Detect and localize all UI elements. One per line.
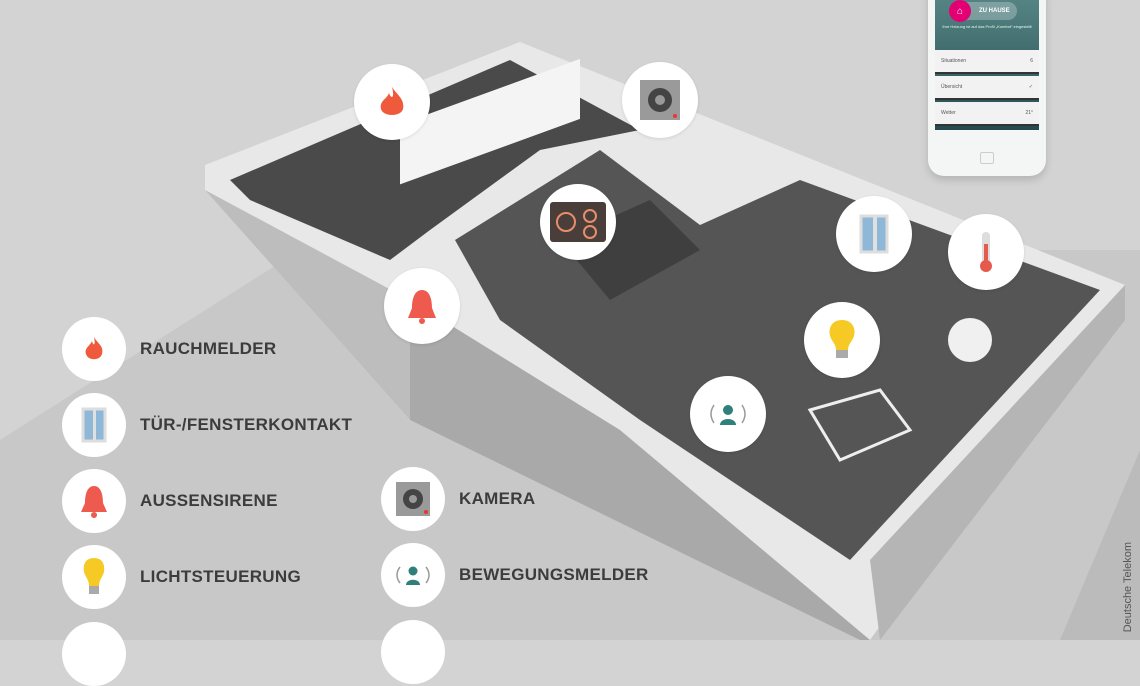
camera-icon — [640, 80, 680, 120]
legend-fensterkontakt: TÜR-/FENSTERKONTAKT — [62, 393, 352, 457]
window-contact-device[interactable] — [836, 196, 912, 272]
window-icon — [859, 214, 889, 254]
smartphone: ⌂ZU HAUSE Ihre Heizung ist auf das Profi… — [928, 0, 1046, 176]
flame-icon — [85, 337, 103, 360]
motion-sensor-device[interactable] — [690, 376, 766, 452]
window-icon — [81, 407, 107, 443]
status-message: Ihre Heizung ist auf das Profil „Komfort… — [942, 24, 1032, 29]
legend-partial-2 — [381, 620, 445, 684]
stove-device[interactable] — [540, 184, 616, 260]
bell-icon — [408, 290, 436, 324]
siren-device[interactable] — [384, 268, 460, 344]
phone-home-button — [980, 152, 994, 164]
thermometer-device[interactable] — [948, 214, 1024, 290]
row-uebersicht[interactable]: Übersicht✓ — [935, 76, 1039, 100]
legend-partial — [62, 622, 126, 686]
bell-icon — [81, 486, 107, 518]
motion-sensor-icon — [710, 404, 746, 425]
legend-lichtsteuerung: LICHTSTEUERUNG — [62, 545, 301, 609]
smoke-detector-device[interactable] — [354, 64, 430, 140]
camera-icon — [396, 482, 430, 516]
motion-sensor-icon — [396, 566, 430, 585]
legend-bewegungsmelder: BEWEGUNGSMELDER — [381, 543, 649, 607]
legend-rauchmelder: RAUCHMELDER — [62, 317, 276, 381]
legend-aussensirene: AUSSENSIRENE — [62, 469, 278, 533]
thermometer-icon — [980, 232, 992, 272]
home-icon: ⌂ — [949, 0, 971, 22]
phone-screen: ⌂ZU HAUSE Ihre Heizung ist auf das Profi… — [935, 0, 1039, 130]
legend-kamera: KAMERA — [381, 467, 535, 531]
light-device[interactable] — [804, 302, 880, 378]
stove-icon — [550, 202, 606, 242]
image-credit: Deutsche Telekom — [1122, 541, 1134, 632]
bulb-icon — [829, 320, 855, 358]
flame-icon — [380, 87, 404, 115]
bulb-icon — [83, 558, 105, 594]
camera-device[interactable] — [622, 62, 698, 138]
mode-button[interactable]: ⌂ZU HAUSE — [949, 0, 1017, 22]
